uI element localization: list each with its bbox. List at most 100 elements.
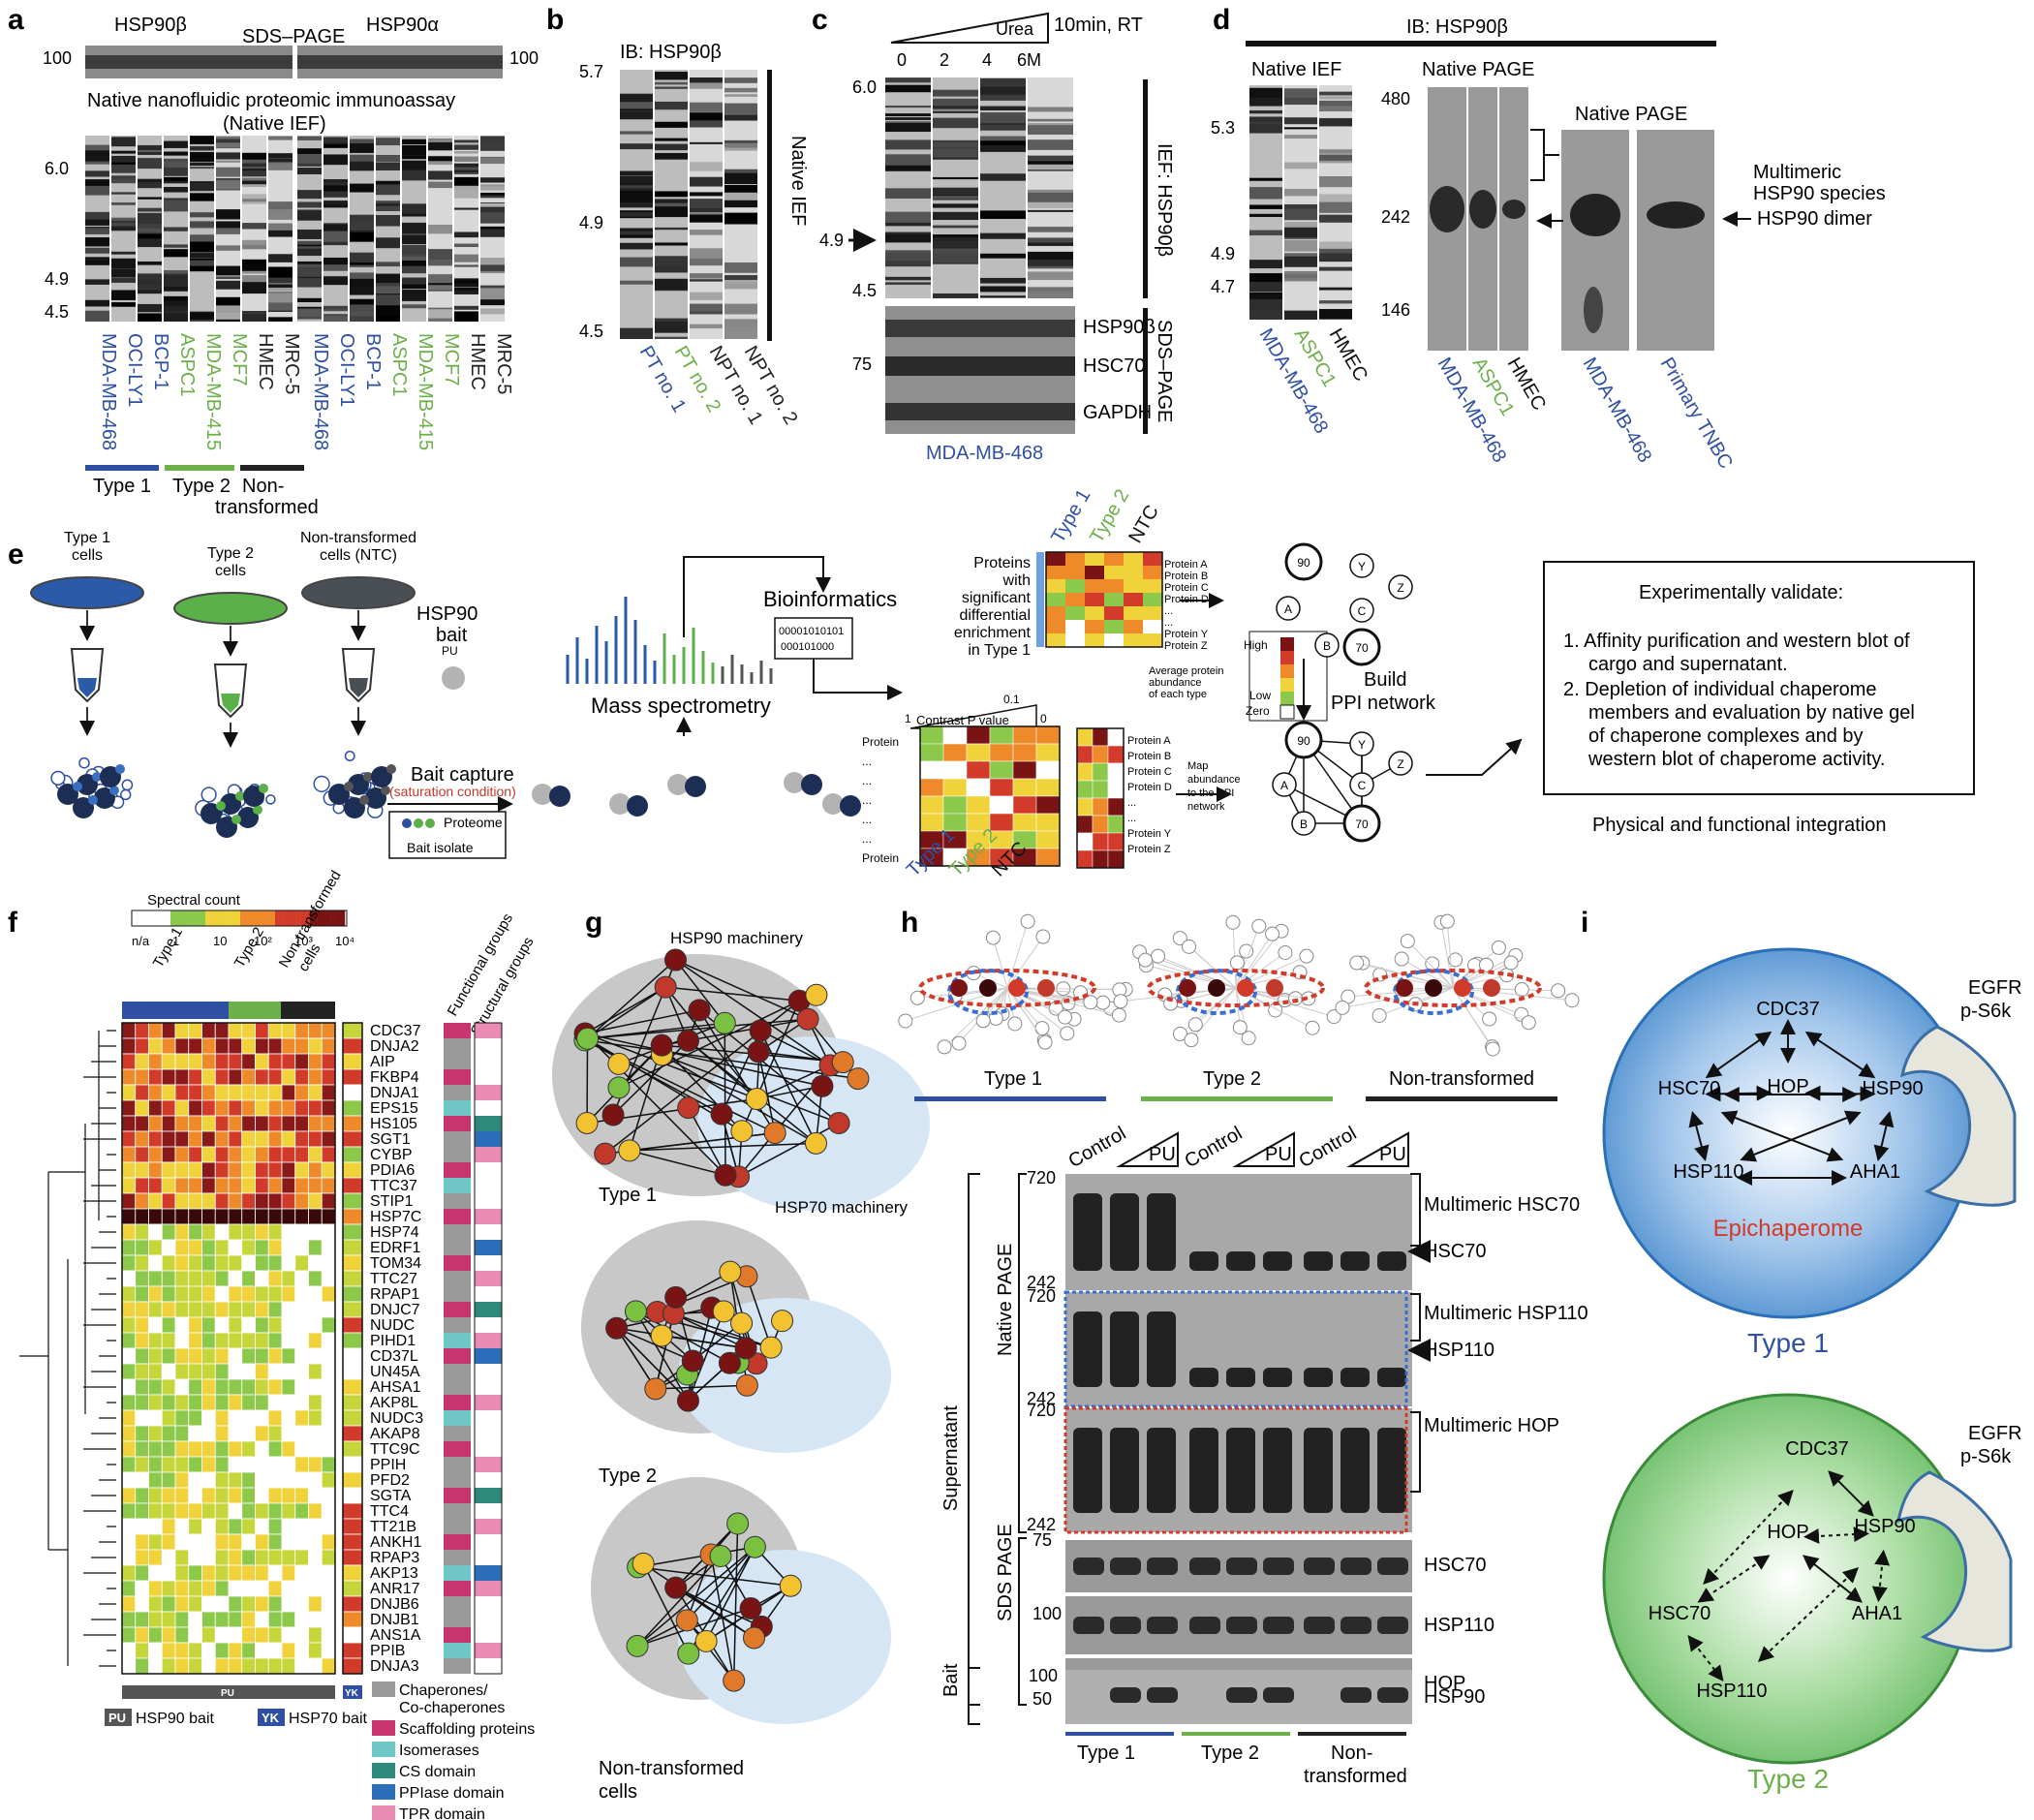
panel-a-legend-ntc-label2: transformed bbox=[215, 497, 319, 518]
panel-h-blot-bg bbox=[1182, 1292, 1298, 1406]
panel-b-lane-band bbox=[690, 141, 723, 144]
panel-h-bait-band bbox=[1341, 1687, 1371, 1703]
panel-e-avg-cell bbox=[1076, 815, 1094, 834]
panel-e-avg-cell bbox=[1092, 762, 1109, 782]
panel-f-heat-cell bbox=[321, 1161, 336, 1179]
panel-a-lane-band bbox=[242, 168, 266, 171]
panel-a-lane-band bbox=[324, 183, 348, 192]
panel-f-heat-cell bbox=[201, 1285, 216, 1303]
panel-a-lane-band bbox=[111, 164, 136, 173]
panel-a-lane-band bbox=[138, 304, 162, 313]
panel-e-client bbox=[88, 795, 98, 805]
panel-e-net-node-label: 90 bbox=[1297, 734, 1310, 748]
panel-f-heat-cell bbox=[281, 1022, 296, 1039]
panel-f-heat-cell bbox=[174, 1626, 190, 1644]
panel-f-heat-cell bbox=[321, 1285, 336, 1303]
panel-h-band-label: Multimeric HSP110 bbox=[1424, 1303, 1588, 1324]
panel-f-func-cell bbox=[444, 1410, 471, 1426]
panel-b-lane-band bbox=[724, 212, 757, 224]
panel-d-page2-band bbox=[1647, 201, 1705, 229]
panel-a-band-right bbox=[297, 55, 503, 69]
panel-f-heat-cell bbox=[267, 1254, 283, 1272]
panel-f-heat-cell bbox=[121, 1363, 137, 1380]
panel-f-heat-cell bbox=[161, 1285, 176, 1303]
panel-h-band-label: HSC70 bbox=[1424, 1555, 1486, 1576]
panel-a-lane-band bbox=[138, 233, 162, 239]
panel-e-protlist-entry: ... bbox=[1164, 605, 1173, 617]
panel-h-edge bbox=[1452, 987, 1573, 1002]
panel-c-lane-band bbox=[980, 139, 1026, 145]
panel-f-scale-step bbox=[180, 910, 185, 926]
panel-f-heat-cell bbox=[188, 1471, 202, 1489]
panel-e-free-protein bbox=[313, 775, 330, 792]
panel-g-node bbox=[713, 1011, 736, 1034]
panel-f-heat-cell bbox=[241, 1084, 256, 1101]
panel-f-heat-cell bbox=[121, 1208, 137, 1225]
panel-a-lane-band bbox=[376, 273, 400, 284]
panel-f-heat-cell bbox=[174, 1657, 190, 1675]
panel-f-heat-cell bbox=[321, 1394, 336, 1411]
panel-f-func-cell bbox=[444, 1550, 471, 1565]
panel-f-heat-cell bbox=[174, 1037, 190, 1055]
panel-f-heat-cell bbox=[174, 1115, 190, 1132]
panel-e-sig-line: in Type 1 bbox=[968, 642, 1031, 659]
panel-b-side-label: Native IEF bbox=[787, 136, 809, 226]
panel-i-arrow1 bbox=[1688, 1110, 1710, 1162]
panel-e-node bbox=[1349, 598, 1374, 623]
panel-e-dish-type2 bbox=[173, 592, 288, 625]
panel-b-lane-band bbox=[620, 93, 653, 103]
panel-f-group-label: Scaffolding proteins bbox=[399, 1721, 535, 1738]
panel-e-heat-cell bbox=[1012, 743, 1037, 762]
panel-a-lane-band bbox=[216, 276, 240, 280]
panel-b-lane-band bbox=[690, 77, 723, 83]
panel-f-heat-cell bbox=[321, 1068, 336, 1086]
panel-h-node bbox=[1288, 991, 1304, 1006]
panel-f-heat-cell bbox=[267, 1068, 283, 1086]
panel-h-foot1 bbox=[1065, 1732, 1174, 1736]
panel-a-lane-band bbox=[350, 316, 374, 322]
panel-c-lane-band bbox=[933, 148, 978, 158]
panel-h-node bbox=[1485, 1041, 1500, 1057]
panel-d-lane-band bbox=[1319, 214, 1352, 223]
panel-b-lane-band bbox=[724, 114, 757, 121]
panel-c-lane-band bbox=[933, 187, 978, 196]
panel-a-legend-type1 bbox=[85, 465, 159, 471]
panel-h-bar1 bbox=[914, 1096, 1106, 1101]
panel-a-lane-band bbox=[111, 223, 136, 227]
panel-f-heat-cell bbox=[321, 1347, 336, 1365]
panel-e-top-cell bbox=[1065, 606, 1085, 620]
panel-g-edge bbox=[675, 959, 809, 1020]
panel-h-node bbox=[1095, 995, 1111, 1010]
panel-f-heat-cell bbox=[161, 1456, 176, 1473]
panel-c-lane-band bbox=[885, 139, 931, 150]
panel-a-lane-band bbox=[164, 165, 188, 176]
panel-a-lane-band bbox=[138, 158, 162, 170]
panel-a-lane-band bbox=[216, 319, 240, 322]
panel-e-map-line: network bbox=[1187, 801, 1225, 813]
panel-f-struct-cell bbox=[475, 1147, 502, 1162]
panel-i-node2: HSC70 bbox=[1649, 1603, 1710, 1624]
panel-d-lane-band bbox=[1284, 98, 1317, 106]
panel-h-node bbox=[1521, 1015, 1536, 1031]
panel-f-heat-cell bbox=[188, 1518, 202, 1535]
panel-b-lane-band bbox=[655, 206, 688, 217]
panel-h-node bbox=[1268, 1003, 1283, 1018]
panel-e-chaperone bbox=[77, 774, 98, 795]
panel-e-avg-cell bbox=[1107, 745, 1125, 764]
panel-f-heat-cell bbox=[241, 1177, 256, 1194]
panel-f-heat-cell bbox=[135, 1053, 149, 1070]
panel-f-heat-cell bbox=[228, 1425, 243, 1442]
panel-a-lane-band bbox=[164, 227, 188, 231]
panel-g-networks bbox=[573, 948, 870, 1692]
panel-e-chaperone bbox=[100, 766, 121, 787]
panel-h-pu: PU bbox=[1265, 1144, 1292, 1165]
panel-f-heat-cell bbox=[267, 1316, 283, 1334]
panel-f-heat-cell bbox=[241, 1487, 256, 1504]
panel-f-heat-cell bbox=[201, 1316, 216, 1334]
panel-i-ps6k1: p-S6k bbox=[1960, 1001, 2012, 1022]
panel-f-group-label: CS domain bbox=[399, 1764, 476, 1780]
panel-b-lane-band bbox=[724, 147, 757, 151]
panel-f-scale-step bbox=[198, 910, 202, 926]
panel-f-protein-name: DNJC7 bbox=[370, 1302, 420, 1318]
panel-f-yk-cell bbox=[342, 1440, 363, 1458]
